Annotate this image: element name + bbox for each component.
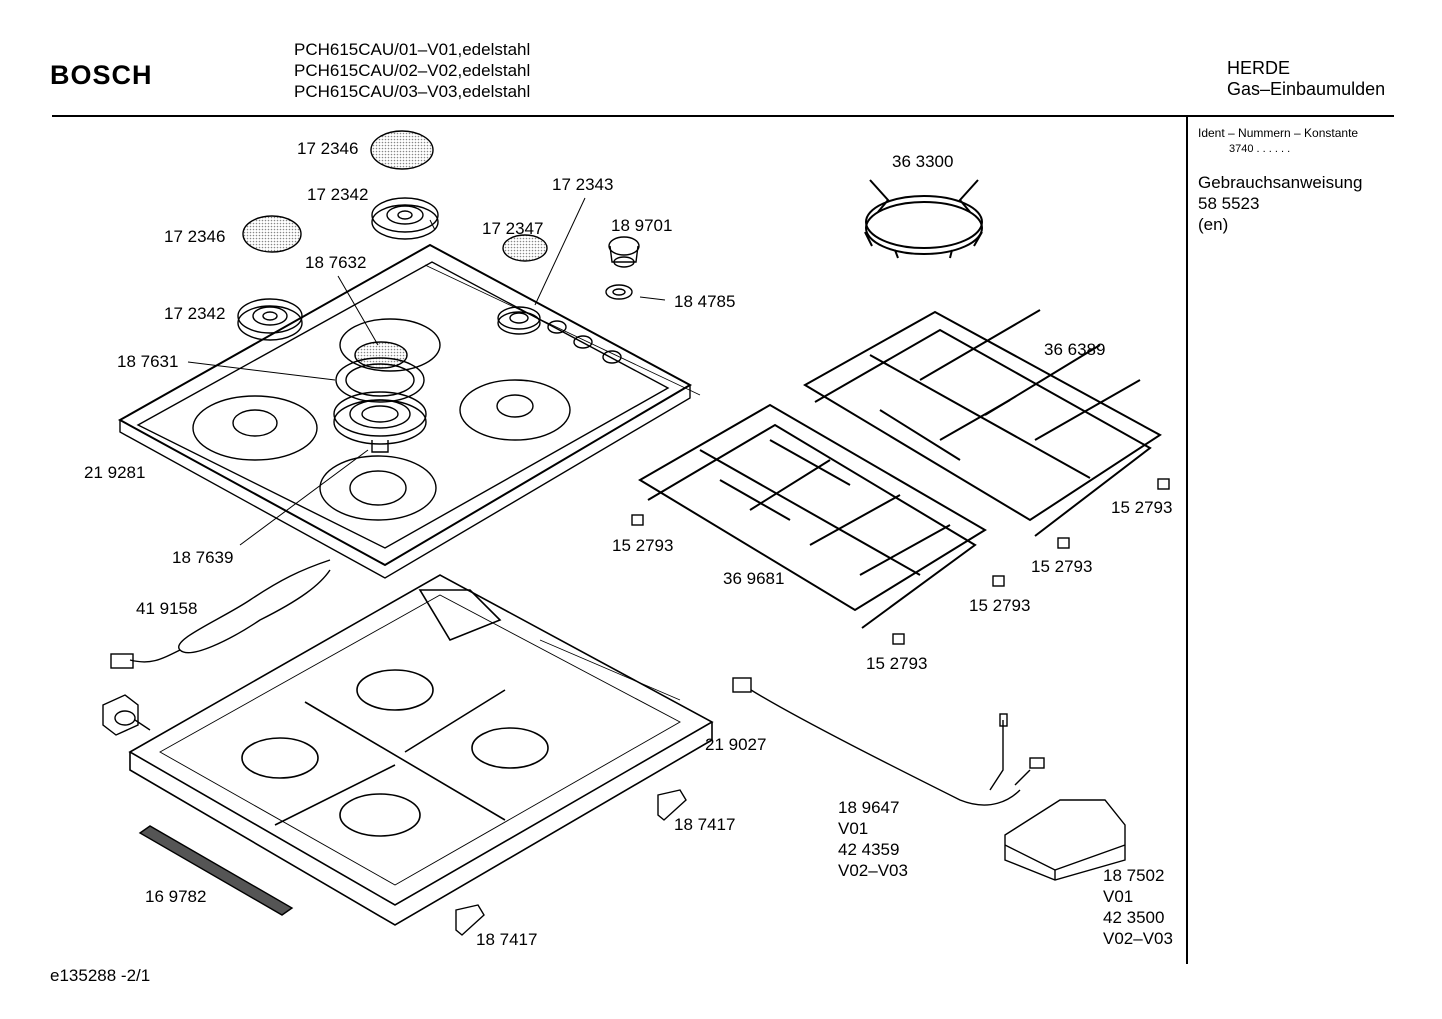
manual-language: (en): [1198, 215, 1229, 234]
part-label: 21 9281: [84, 463, 145, 482]
part-label: 17 2343: [552, 175, 613, 194]
gas-hose: [110, 559, 331, 669]
wok-support-ring: [864, 179, 983, 259]
burner-head-left: [237, 298, 303, 341]
mounting-clip: [455, 904, 485, 936]
wok-burner-body: [333, 391, 427, 453]
wok-inner-cap: [354, 341, 408, 369]
part-label: 17 2347: [482, 219, 543, 238]
part-label: 36 9681: [723, 569, 784, 588]
part-label: 16 9782: [145, 887, 206, 906]
mounting-clip: [657, 789, 687, 821]
control-knob: [608, 236, 640, 268]
part-label: 18 7417: [674, 815, 735, 834]
part-label: V01: [838, 819, 868, 838]
cooktop-top-plate: [117, 243, 701, 579]
part-label: 18 7417: [476, 930, 537, 949]
manual-number: 58 5523: [1198, 194, 1260, 213]
part-label: 17 2342: [307, 185, 368, 204]
part-label: 15 2793: [1111, 498, 1172, 517]
part-label: 17 2342: [164, 304, 225, 323]
pan-support-front: [638, 403, 987, 629]
burner-head-small: [497, 306, 541, 335]
part-label: 15 2793: [1031, 557, 1092, 576]
part-label: 42 4359: [838, 840, 899, 859]
rubber-foot: [631, 514, 644, 526]
part-label: 18 9701: [611, 216, 672, 235]
part-label: 18 7639: [172, 548, 233, 567]
part-label: 18 4785: [674, 292, 735, 311]
burner-cap-small: [502, 234, 548, 262]
seal-strip: [138, 825, 294, 916]
model-line-1: PCH615CAU/01–V01,edelstahl: [294, 40, 531, 59]
knob-ring: [605, 284, 633, 300]
part-label: 21 9027: [705, 735, 766, 754]
sidebar-divider: [1186, 116, 1188, 964]
part-label: 18 9647: [838, 798, 899, 817]
part-label: 17 2346: [164, 227, 225, 246]
part-label: 18 7632: [305, 253, 366, 272]
part-label: 18 7631: [117, 352, 178, 371]
wiring-harness: [732, 677, 1045, 806]
part-label: 15 2793: [612, 536, 673, 555]
rubber-foot: [1157, 478, 1170, 490]
header-divider: [52, 115, 1394, 117]
model-line-3: PCH615CAU/03–V03,edelstahl: [294, 82, 531, 101]
base-tray: [128, 574, 714, 926]
rubber-foot: [892, 633, 905, 645]
rubber-foot: [1057, 537, 1070, 549]
category-title: HERDE: [1227, 58, 1291, 78]
spark-module: [1004, 799, 1126, 881]
pan-support-rear: [803, 309, 1162, 537]
part-label: V02–V03: [1103, 929, 1173, 948]
part-label: 15 2793: [866, 654, 927, 673]
part-label: 36 6389: [1044, 340, 1105, 359]
ignition-switch: [102, 694, 151, 736]
part-label: V02–V03: [838, 861, 908, 880]
burner-head-top: [371, 197, 439, 240]
part-label: 36 3300: [892, 152, 953, 171]
part-label: 18 7502: [1103, 866, 1164, 885]
category-subtitle: Gas–Einbaumulden: [1227, 79, 1386, 99]
rubber-foot: [992, 575, 1005, 587]
document-number: e135288 -2/1: [50, 966, 151, 985]
part-label: 15 2793: [969, 596, 1030, 615]
part-label: V01: [1103, 887, 1133, 906]
brand-logo: BOSCH: [50, 60, 153, 90]
ident-title: Ident – Nummern – Konstante: [1198, 126, 1359, 140]
manual-label: Gebrauchsanweisung: [1198, 173, 1363, 192]
burner-cap-top: [370, 130, 434, 170]
model-line-2: PCH615CAU/02–V02,edelstahl: [294, 61, 531, 80]
part-label: 17 2346: [297, 139, 358, 158]
ident-value: 3740 . . . . . .: [1229, 143, 1291, 155]
part-label: 41 9158: [136, 599, 197, 618]
wok-outer-ring: [335, 357, 425, 403]
part-label: 42 3500: [1103, 908, 1164, 927]
burner-cap-left: [242, 215, 302, 253]
